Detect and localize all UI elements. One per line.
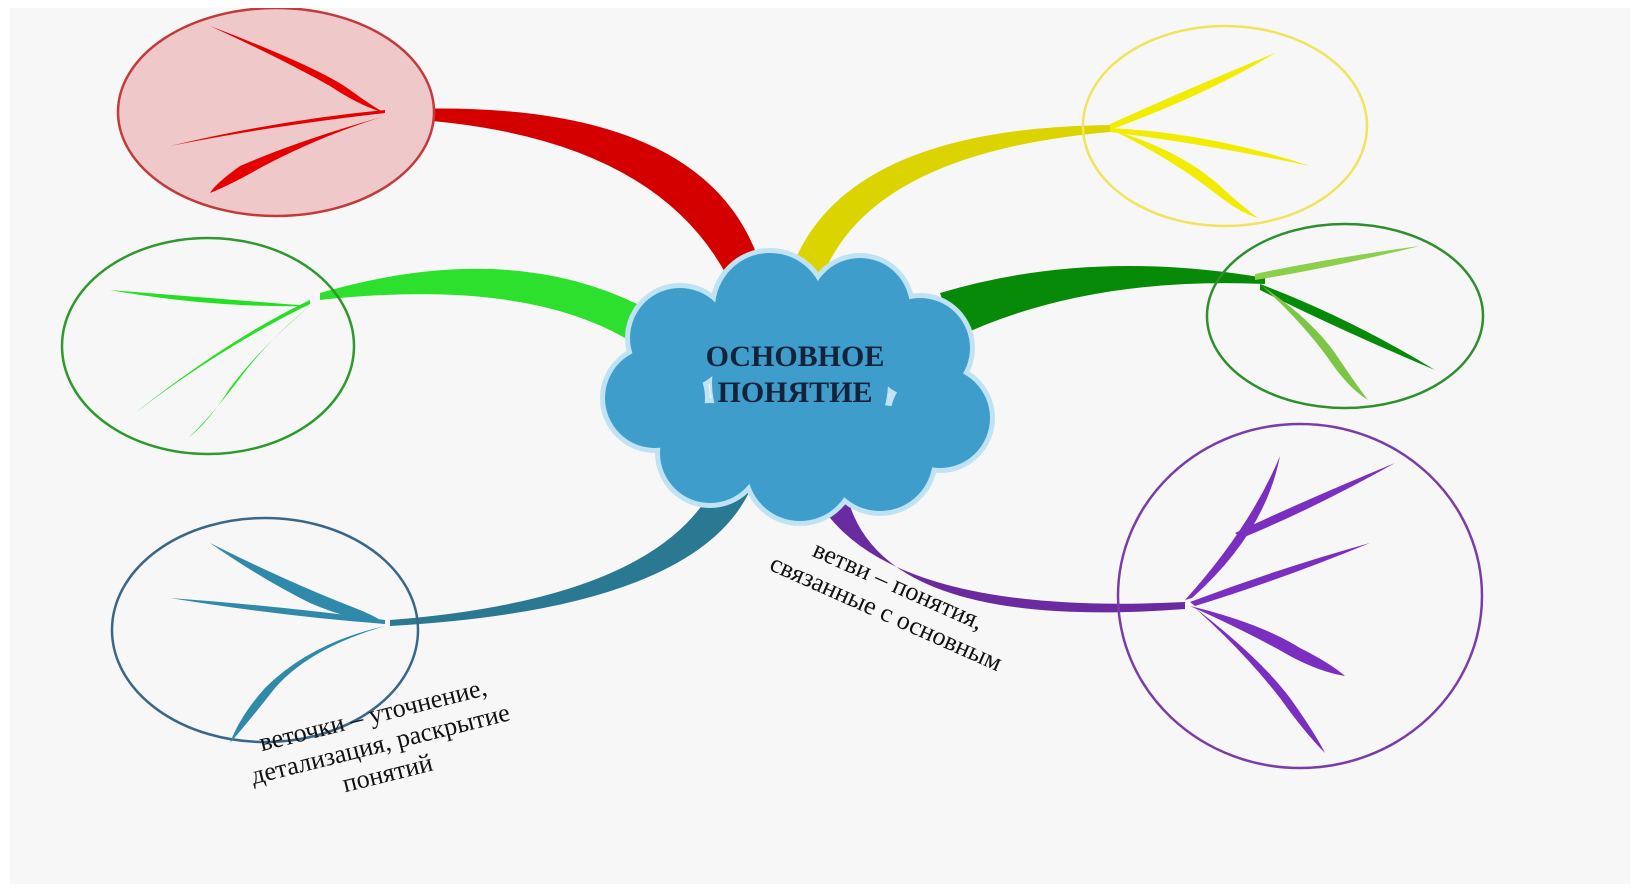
central-title-line1: ОСНОВНОЕ [706,340,885,373]
circle-purple [1116,422,1484,770]
twigs-red [170,26,385,193]
circle-dark-green [1205,222,1485,410]
mind-map-canvas: ОСНОВНОЕ ПОНЯТИЕ ветви – понятия, связан… [10,8,1630,884]
circle-teal [110,516,420,744]
branch-light-green [320,268,645,338]
circle-red [116,8,436,218]
branch-yellow [790,125,1110,278]
branch-red [385,108,762,278]
central-cloud: ОСНОВНОЕ ПОНЯТИЕ [600,248,995,526]
twigs-yellow [1110,53,1310,218]
circle-light-green [60,236,356,456]
mind-map-diagram: ОСНОВНОЕ ПОНЯТИЕ ветви – понятия, связан… [60,8,1485,798]
central-title-line2: ПОНЯТИЕ [717,376,872,409]
caption-twigs: веточки – уточнение, детализация, раскры… [248,672,513,798]
branch-dark-green [940,266,1265,338]
circle-yellow [1081,24,1369,228]
twigs-purple [1185,456,1395,753]
twigs-teal [170,543,385,743]
twigs-light-green [110,290,310,438]
twigs-dark-green [1255,246,1435,400]
